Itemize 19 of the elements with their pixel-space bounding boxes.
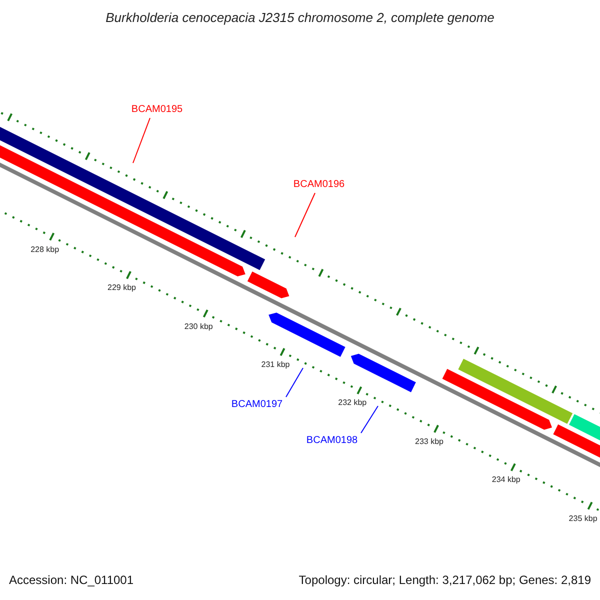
scale-label: 234 kbp	[492, 476, 520, 486]
gene-label: BCAM0196	[293, 179, 345, 190]
leader-line	[360, 406, 378, 434]
scale-label: 231 kbp	[261, 360, 290, 370]
accession-text: Accession: NC_011001	[9, 574, 134, 588]
gene-label: BCAM0197	[231, 399, 283, 410]
leader-line	[132, 118, 150, 164]
scale-label: 232 kbp	[338, 399, 367, 408]
scale-label: 230 kbp	[184, 322, 213, 332]
scale-label: 228 kbp	[30, 246, 60, 254]
gene-label: BCAM0195	[131, 104, 183, 115]
scale-label: 233 kbp	[415, 438, 444, 447]
scale-label: 229 kbp	[108, 284, 136, 293]
genome-info-text: Topology: circular; Length: 3,217,062 bp; Genes: 2,819	[298, 574, 591, 588]
gene-label: BCAM0198	[306, 435, 358, 446]
leader-line	[294, 192, 316, 238]
scale-label: 235 kbp	[568, 514, 598, 524]
title: Burkholderia cenocepacia J2315 chromosome 2, complete genome	[106, 11, 494, 26]
leader-line	[286, 368, 304, 398]
